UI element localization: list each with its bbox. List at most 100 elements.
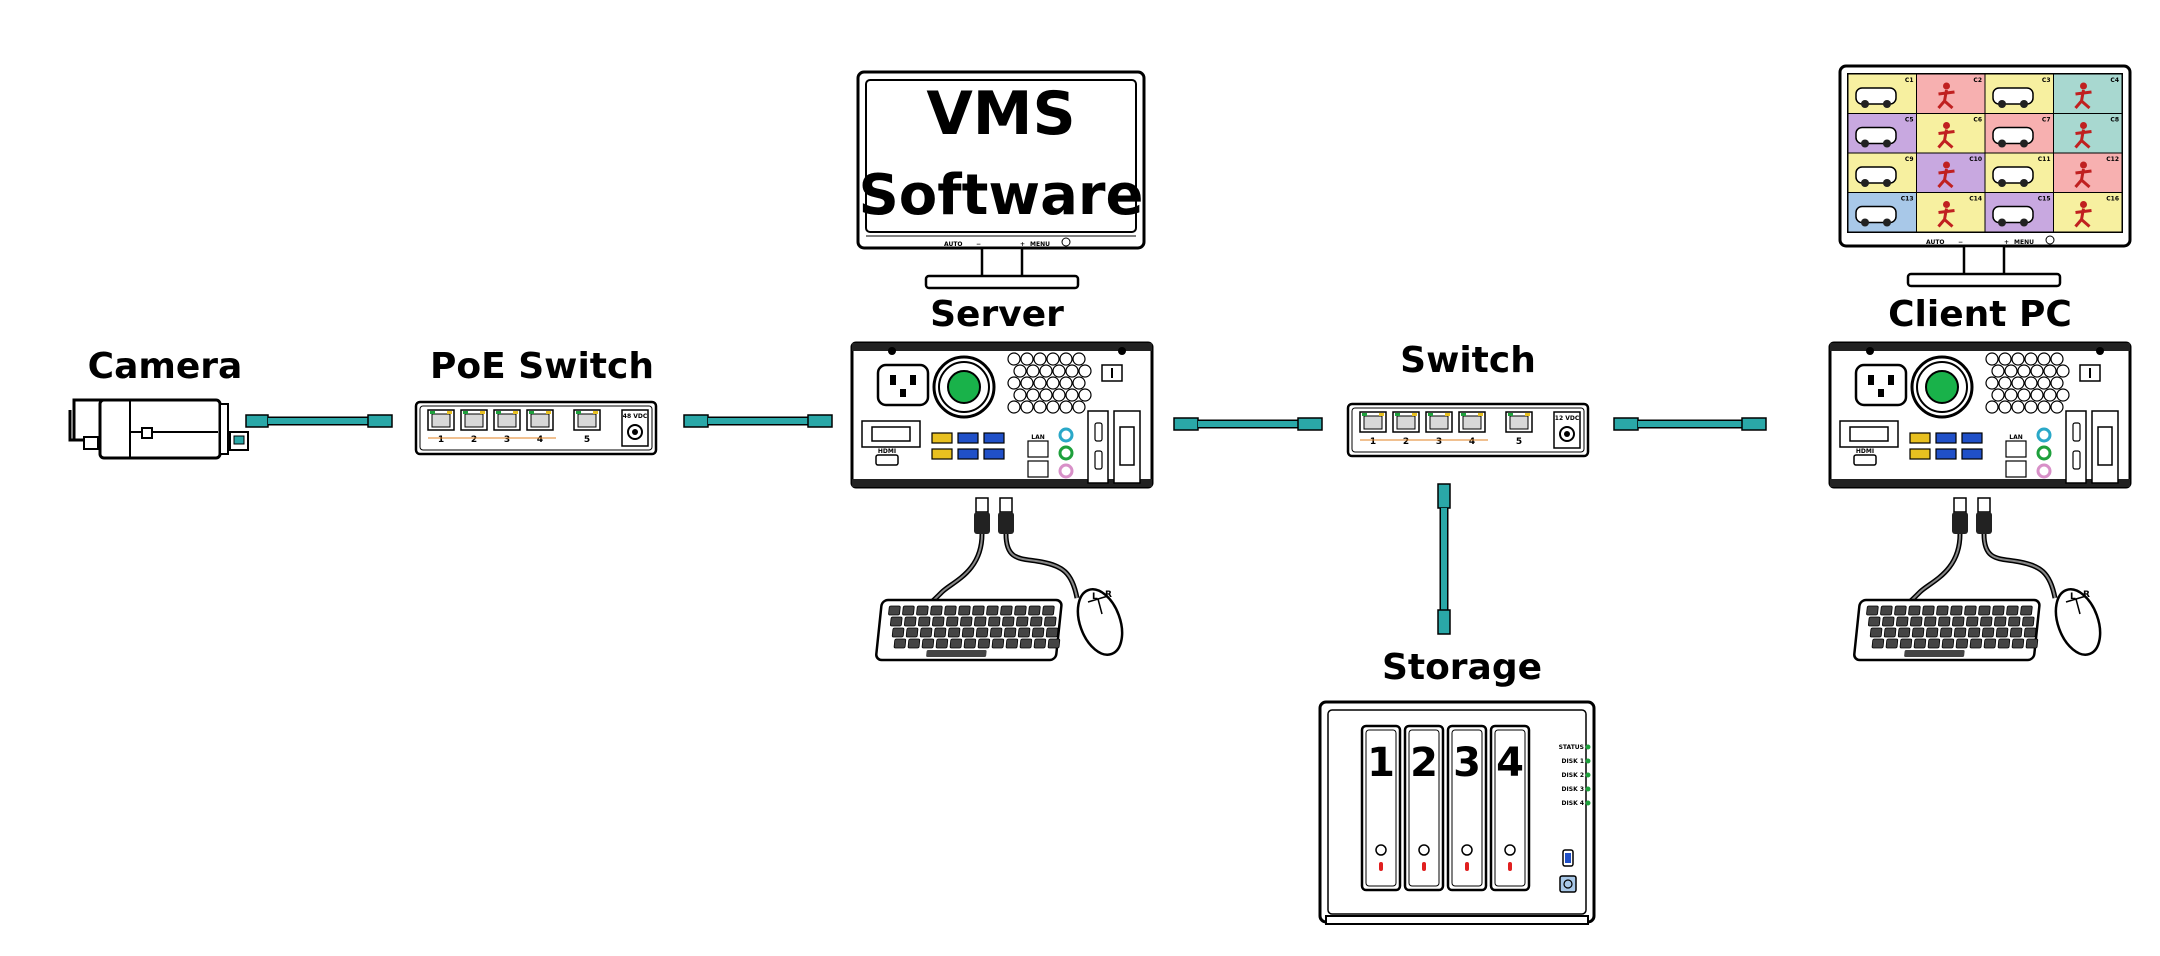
server-key (893, 638, 907, 649)
server-key (1016, 616, 1029, 627)
server-lan-port (1027, 460, 1049, 478)
poe-port-label: 4 (537, 435, 543, 445)
server-key (961, 627, 975, 638)
server-fan-hub (947, 370, 981, 404)
server-dp-card-port (1094, 450, 1103, 470)
server-vent-hole (1020, 400, 1034, 414)
server-monitor: VMS Software AUTO − + MENU (856, 70, 1146, 290)
poe-port-led (496, 411, 501, 414)
switch-port-label: 2 (1403, 437, 1409, 447)
server-vent-hole (1007, 376, 1021, 390)
client-key (1978, 605, 1991, 616)
client-keyboard (1853, 598, 2041, 662)
server-mouse-cable (1003, 533, 1080, 599)
storage-bay-3 (1446, 724, 1488, 892)
storage-led-label: DISK 1 (1562, 758, 1584, 765)
storage-led (1585, 800, 1591, 806)
server-vent-hole (1033, 376, 1047, 390)
server-usb-plug-body (974, 512, 990, 534)
server-usb-port (957, 432, 979, 444)
storage-bay-lock-icon (1461, 844, 1473, 856)
server-vent-hole (1013, 364, 1027, 378)
poe-port-jack (431, 413, 451, 428)
storage-bay-number: 1 (1367, 740, 1395, 786)
storage-led-label: DISK 4 (1562, 800, 1584, 807)
client-key (1866, 605, 1879, 616)
client-monitor-plus: + (2004, 239, 2009, 246)
client-tile-wheel (1998, 179, 2006, 187)
switch-port-led (1508, 413, 1513, 416)
server-vent-hole (1072, 352, 1086, 366)
client-vent-hole (2017, 364, 2031, 378)
client-power-pin (1888, 375, 1894, 385)
server-key (932, 616, 945, 627)
server-vent-hole (1078, 364, 1092, 378)
client-vent-hole (1991, 364, 2005, 378)
client-key (1952, 616, 1965, 627)
server-key (958, 605, 971, 616)
client-vent-hole (2043, 364, 2057, 378)
label-storage: Storage (1382, 647, 1542, 688)
client-vent-hole (1985, 376, 1999, 390)
server-audio-jack (1058, 463, 1074, 479)
server-vent-hole (1052, 388, 1066, 402)
storage-bay-1 (1360, 724, 1402, 892)
server-keyboard (875, 598, 1063, 662)
cable-poe-server (683, 414, 833, 428)
server-key (946, 616, 959, 627)
switch-port-led (1395, 413, 1400, 416)
server-key (1019, 638, 1033, 649)
client-vent-hole (2004, 364, 2018, 378)
poe-port-jack (464, 413, 484, 428)
server-mouse-divider (1097, 598, 1103, 615)
client-power-pin (1878, 389, 1884, 397)
client-audio-jack (2036, 445, 2052, 461)
client-key (2023, 627, 2037, 638)
client-vent-hole (2024, 352, 2038, 366)
server-lan-port (1027, 440, 1049, 458)
server-key (930, 605, 943, 616)
poe-port-led (480, 411, 485, 414)
client-key (1981, 627, 1995, 638)
client-key (1941, 638, 1955, 649)
server-fan-ring (938, 361, 990, 413)
client-dvi-card-port (2097, 426, 2113, 466)
client-mouse-cable (1981, 533, 2058, 599)
server-key (947, 627, 961, 638)
client-key (1969, 638, 1983, 649)
client-tile-person-icon (1943, 82, 1950, 90)
client-tile-person-icon (2080, 201, 2087, 208)
poe-port-led (529, 411, 534, 414)
storage-led (1585, 744, 1591, 750)
client-vent-hole (2030, 364, 2044, 378)
server-key (988, 616, 1001, 627)
label-poe-switch: PoE Switch (430, 346, 654, 387)
server-key (935, 638, 949, 649)
server-key (1031, 627, 1045, 638)
client-tile-person-limbs (2074, 208, 2092, 228)
switch-port-label: 4 (1469, 437, 1475, 447)
client-tile-person-icon (1943, 122, 1950, 129)
client-key (1869, 627, 1883, 638)
label-client-pc: Client PC (1888, 294, 2072, 335)
client-usb-plug-body (1976, 512, 1992, 534)
client-tile-label: C4 (2110, 77, 2119, 84)
client-usb-port (1935, 448, 1957, 460)
client-vent-hole (2011, 376, 2025, 390)
client-vent-hole (1998, 376, 2012, 390)
client-vent-hole (2037, 376, 2051, 390)
switch-power-label: 12 VDC (1555, 415, 1580, 422)
server-vent-hole (1072, 376, 1086, 390)
poe-port-label: 5 (584, 435, 590, 445)
server-key (1033, 638, 1047, 649)
client-hdmi-label: HDMI (1856, 448, 1874, 455)
server-key (1042, 605, 1055, 616)
switch-port-led (1461, 413, 1466, 416)
server-key (1000, 605, 1013, 616)
client-key (2011, 638, 2025, 649)
server-vent-hole (1059, 376, 1073, 390)
storage-bay-number: 4 (1496, 740, 1524, 786)
switch-port-led (1478, 413, 1483, 416)
server-audio-jack (1058, 445, 1074, 461)
server-monitor-auto: AUTO (944, 241, 963, 248)
